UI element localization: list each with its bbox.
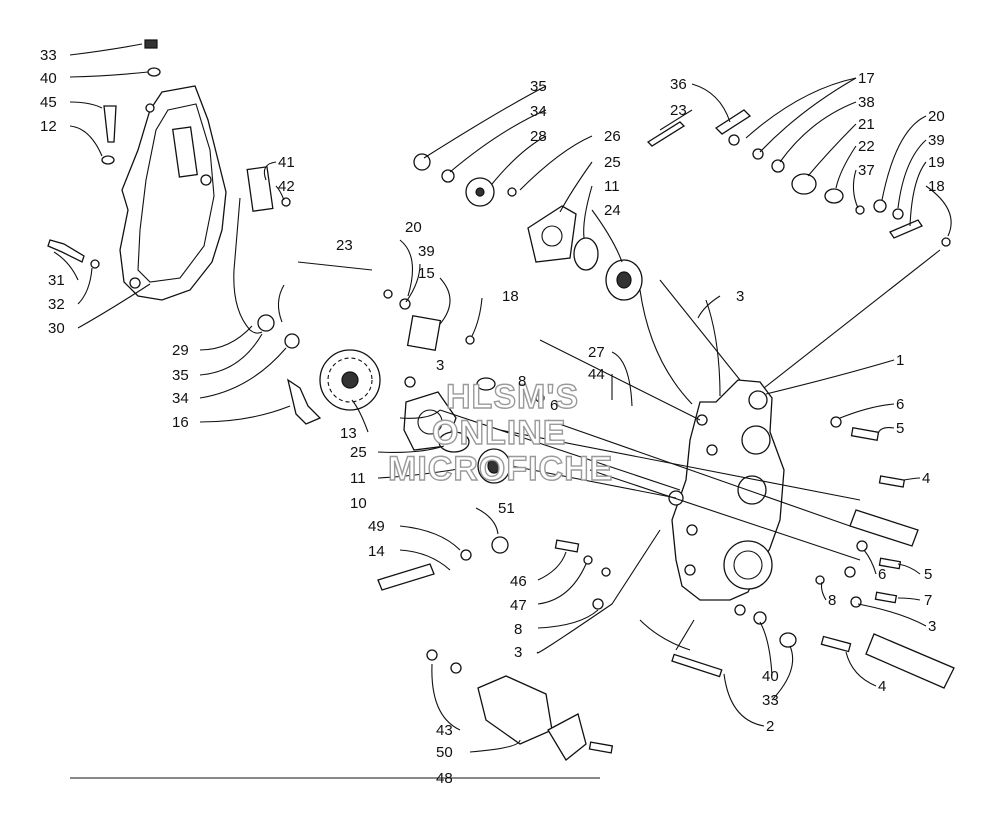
callout-label: 14 bbox=[368, 543, 385, 560]
callout-label: 11 bbox=[350, 470, 366, 487]
callout-label: 3 bbox=[514, 644, 522, 661]
callout-label: 36 bbox=[670, 76, 687, 93]
callout-label: 43 bbox=[436, 722, 453, 739]
callout-label: 41 bbox=[278, 154, 295, 171]
callout-label: 35 bbox=[530, 78, 547, 95]
callout-label: 20 bbox=[928, 108, 945, 125]
chaincase-cover bbox=[119, 85, 227, 301]
callout-label: 33 bbox=[40, 47, 57, 64]
callout-label: 29 bbox=[172, 342, 189, 359]
callout-label: 46 bbox=[510, 573, 527, 590]
callout-label: 35 bbox=[172, 367, 189, 384]
watermark-line3: MICROFICHE bbox=[388, 450, 613, 488]
callout-label: 5 bbox=[924, 566, 932, 583]
callout-label: 6 bbox=[878, 566, 886, 583]
callout-label: 6 bbox=[896, 396, 904, 413]
watermark-line1: HLSM'S bbox=[446, 378, 579, 416]
callout-label: 39 bbox=[928, 132, 945, 149]
callout-label: 2 bbox=[766, 718, 774, 735]
callout-label: 32 bbox=[48, 296, 65, 313]
callout-label: 45 bbox=[40, 94, 57, 111]
callout-label: 18 bbox=[928, 178, 945, 195]
callout-label: 26 bbox=[604, 128, 621, 145]
callout-label: 23 bbox=[336, 237, 353, 254]
callout-label: 4 bbox=[922, 470, 930, 487]
callout-label: 3 bbox=[436, 357, 444, 374]
callout-label: 20 bbox=[405, 219, 422, 236]
callout-label: 40 bbox=[762, 668, 779, 685]
callout-label: 1 bbox=[896, 352, 904, 369]
idler-group bbox=[413, 153, 643, 301]
watermark-line2: ONLINE bbox=[432, 414, 566, 452]
callout-label: 49 bbox=[368, 518, 385, 535]
adjuster-group bbox=[646, 109, 951, 247]
callout-label: 10 bbox=[350, 495, 367, 512]
callout-label: 8 bbox=[518, 373, 526, 390]
callout-labels: 33 40 45 12 41 42 31 32 30 23 20 39 15 1… bbox=[40, 47, 945, 787]
cover-small-parts bbox=[47, 39, 291, 269]
shafts-and-bolts bbox=[753, 416, 955, 689]
callout-label: 8 bbox=[828, 592, 836, 609]
callout-label: 39 bbox=[418, 243, 435, 260]
callout-label: 8 bbox=[514, 621, 522, 638]
callout-label: 7 bbox=[924, 592, 932, 609]
callout-label: 11 bbox=[604, 178, 620, 195]
callout-label: 47 bbox=[510, 597, 527, 614]
callout-label: 51 bbox=[498, 500, 515, 517]
callout-label: 25 bbox=[350, 444, 367, 461]
callout-label: 34 bbox=[530, 103, 547, 120]
lower-parts bbox=[377, 536, 723, 761]
watermark: HLSM'S ONLINE MICROFICHE bbox=[387, 377, 613, 488]
callout-label: 3 bbox=[736, 288, 744, 305]
callout-label: 42 bbox=[278, 178, 295, 195]
callout-label: 18 bbox=[502, 288, 519, 305]
callout-label: 37 bbox=[858, 162, 875, 179]
callout-label: 19 bbox=[928, 154, 945, 171]
callout-label: 6 bbox=[550, 397, 558, 414]
callout-label: 33 bbox=[762, 692, 779, 709]
callout-label: 13 bbox=[340, 425, 357, 442]
callout-label: 15 bbox=[418, 265, 435, 282]
callout-label: 21 bbox=[858, 116, 875, 133]
callout-label: 40 bbox=[40, 70, 57, 87]
callout-label: 34 bbox=[172, 390, 189, 407]
callout-label: 5 bbox=[896, 420, 904, 437]
callout-label: 4 bbox=[878, 678, 886, 695]
callout-label: 16 bbox=[172, 414, 189, 431]
callout-label: 3 bbox=[928, 618, 936, 635]
chaincase-housing bbox=[668, 379, 785, 616]
callout-label: 23 bbox=[670, 102, 687, 119]
callout-label: 24 bbox=[604, 202, 621, 219]
callout-label: 50 bbox=[436, 744, 453, 761]
drive-sprocket-group bbox=[233, 197, 545, 484]
callout-label: 38 bbox=[858, 94, 875, 111]
leader-lines bbox=[53, 43, 952, 779]
callout-label: 27 bbox=[588, 344, 605, 361]
callout-label: 44 bbox=[588, 366, 605, 383]
callout-label: 17 bbox=[858, 70, 875, 87]
callout-label: 48 bbox=[436, 770, 453, 787]
callout-label: 25 bbox=[604, 154, 621, 171]
callout-label: 31 bbox=[48, 272, 65, 289]
callout-label: 12 bbox=[40, 118, 57, 135]
callout-label: 28 bbox=[530, 128, 547, 145]
callout-label: 22 bbox=[858, 138, 875, 155]
callout-label: 30 bbox=[48, 320, 65, 337]
